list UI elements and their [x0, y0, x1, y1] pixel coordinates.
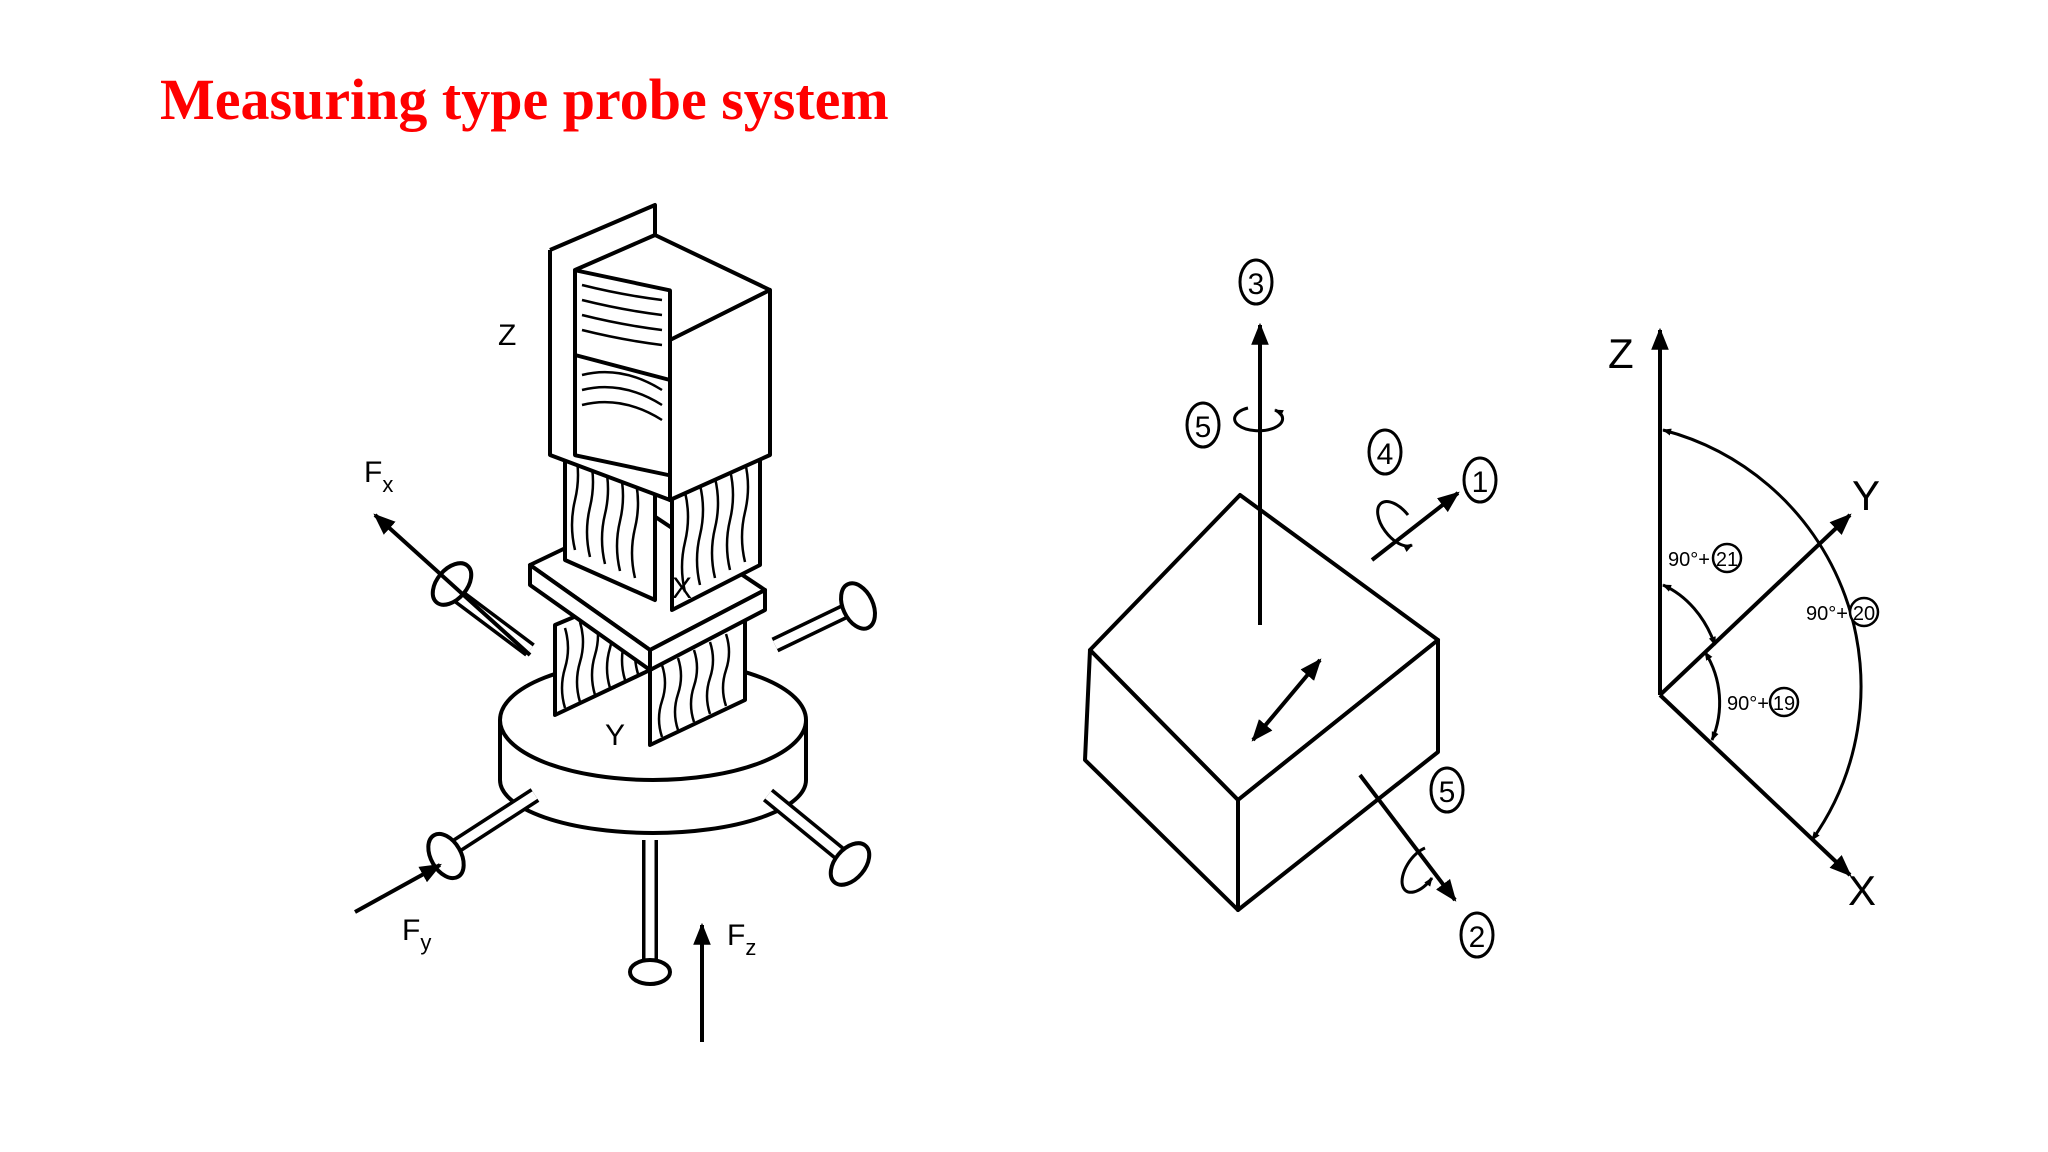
label-fy: Fy — [402, 914, 431, 955]
angle-label-20: 90°+ 20 — [1806, 596, 1880, 628]
angle-label-21: 90°+ 21 — [1668, 542, 1743, 574]
svg-text:2: 2 — [1469, 921, 1486, 954]
sensor-labels: Z X Y Fx Fy Fz — [364, 319, 756, 960]
svg-text:4: 4 — [1377, 438, 1394, 471]
sensor-label-z: Z — [498, 319, 516, 352]
callout-3: 3 — [1238, 258, 1274, 306]
callout-5-top: 5 — [1185, 401, 1221, 449]
label-fx: Fx — [364, 456, 393, 497]
svg-text:19: 19 — [1773, 693, 1795, 715]
svg-text:90°+: 90°+ — [1668, 549, 1710, 571]
pin-bottom — [628, 840, 672, 986]
double-arrow — [1251, 658, 1322, 742]
block-right-face — [1236, 638, 1440, 912]
pin-front-left — [426, 788, 540, 881]
callout-2: 2 — [1459, 911, 1495, 959]
axes-labels: Z Y X 90°+ 21 90°+ 20 90°+ 19 — [1608, 330, 1880, 914]
sensor-diagram — [354, 203, 877, 1042]
svg-text:90°+: 90°+ — [1806, 603, 1848, 625]
rotation-arrow-4 — [1376, 500, 1413, 552]
arc-20 — [1662, 428, 1863, 841]
callout-5-bottom: 5 — [1429, 766, 1465, 814]
frame-z — [548, 203, 772, 502]
svg-text:5: 5 — [1439, 776, 1456, 809]
rotation-arrow-5-bottom — [1400, 846, 1434, 894]
pin-back-right — [771, 581, 877, 653]
axes-label-y: Y — [1852, 472, 1880, 519]
callout-4: 4 — [1367, 428, 1403, 476]
rotation-arrow-5-top — [1233, 406, 1285, 433]
axes-label-z: Z — [1608, 330, 1634, 377]
pin-front-right — [762, 788, 872, 887]
svg-text:1: 1 — [1472, 466, 1489, 499]
callout-1: 1 — [1462, 456, 1498, 504]
svg-text:90°+: 90°+ — [1727, 693, 1769, 715]
block-callouts: 3 5 4 1 5 2 — [1185, 258, 1498, 959]
pin-back-left — [430, 561, 535, 657]
force-arrow-fx — [373, 513, 532, 657]
sensor-label-x: X — [672, 572, 692, 605]
svg-text:20: 20 — [1853, 603, 1875, 625]
axis-arrow-2 — [1358, 773, 1457, 902]
arc-19 — [1703, 651, 1722, 741]
axes-diagram — [1651, 327, 1863, 877]
slide-title: Measuring type probe system — [160, 67, 889, 132]
svg-text:5: 5 — [1195, 411, 1212, 444]
sensor-label-y: Y — [605, 719, 625, 752]
axis-arrow-1 — [1370, 491, 1460, 562]
label-fz: Fz — [727, 919, 756, 960]
angle-label-19: 90°+ 19 — [1727, 686, 1800, 718]
axis-x — [1658, 693, 1852, 877]
svg-text:3: 3 — [1248, 268, 1265, 301]
block-diagram — [1083, 322, 1460, 912]
arc-21 — [1662, 583, 1717, 646]
axes-label-x: X — [1848, 867, 1876, 914]
svg-text:21: 21 — [1716, 549, 1738, 571]
force-arrow-fy — [354, 863, 442, 914]
